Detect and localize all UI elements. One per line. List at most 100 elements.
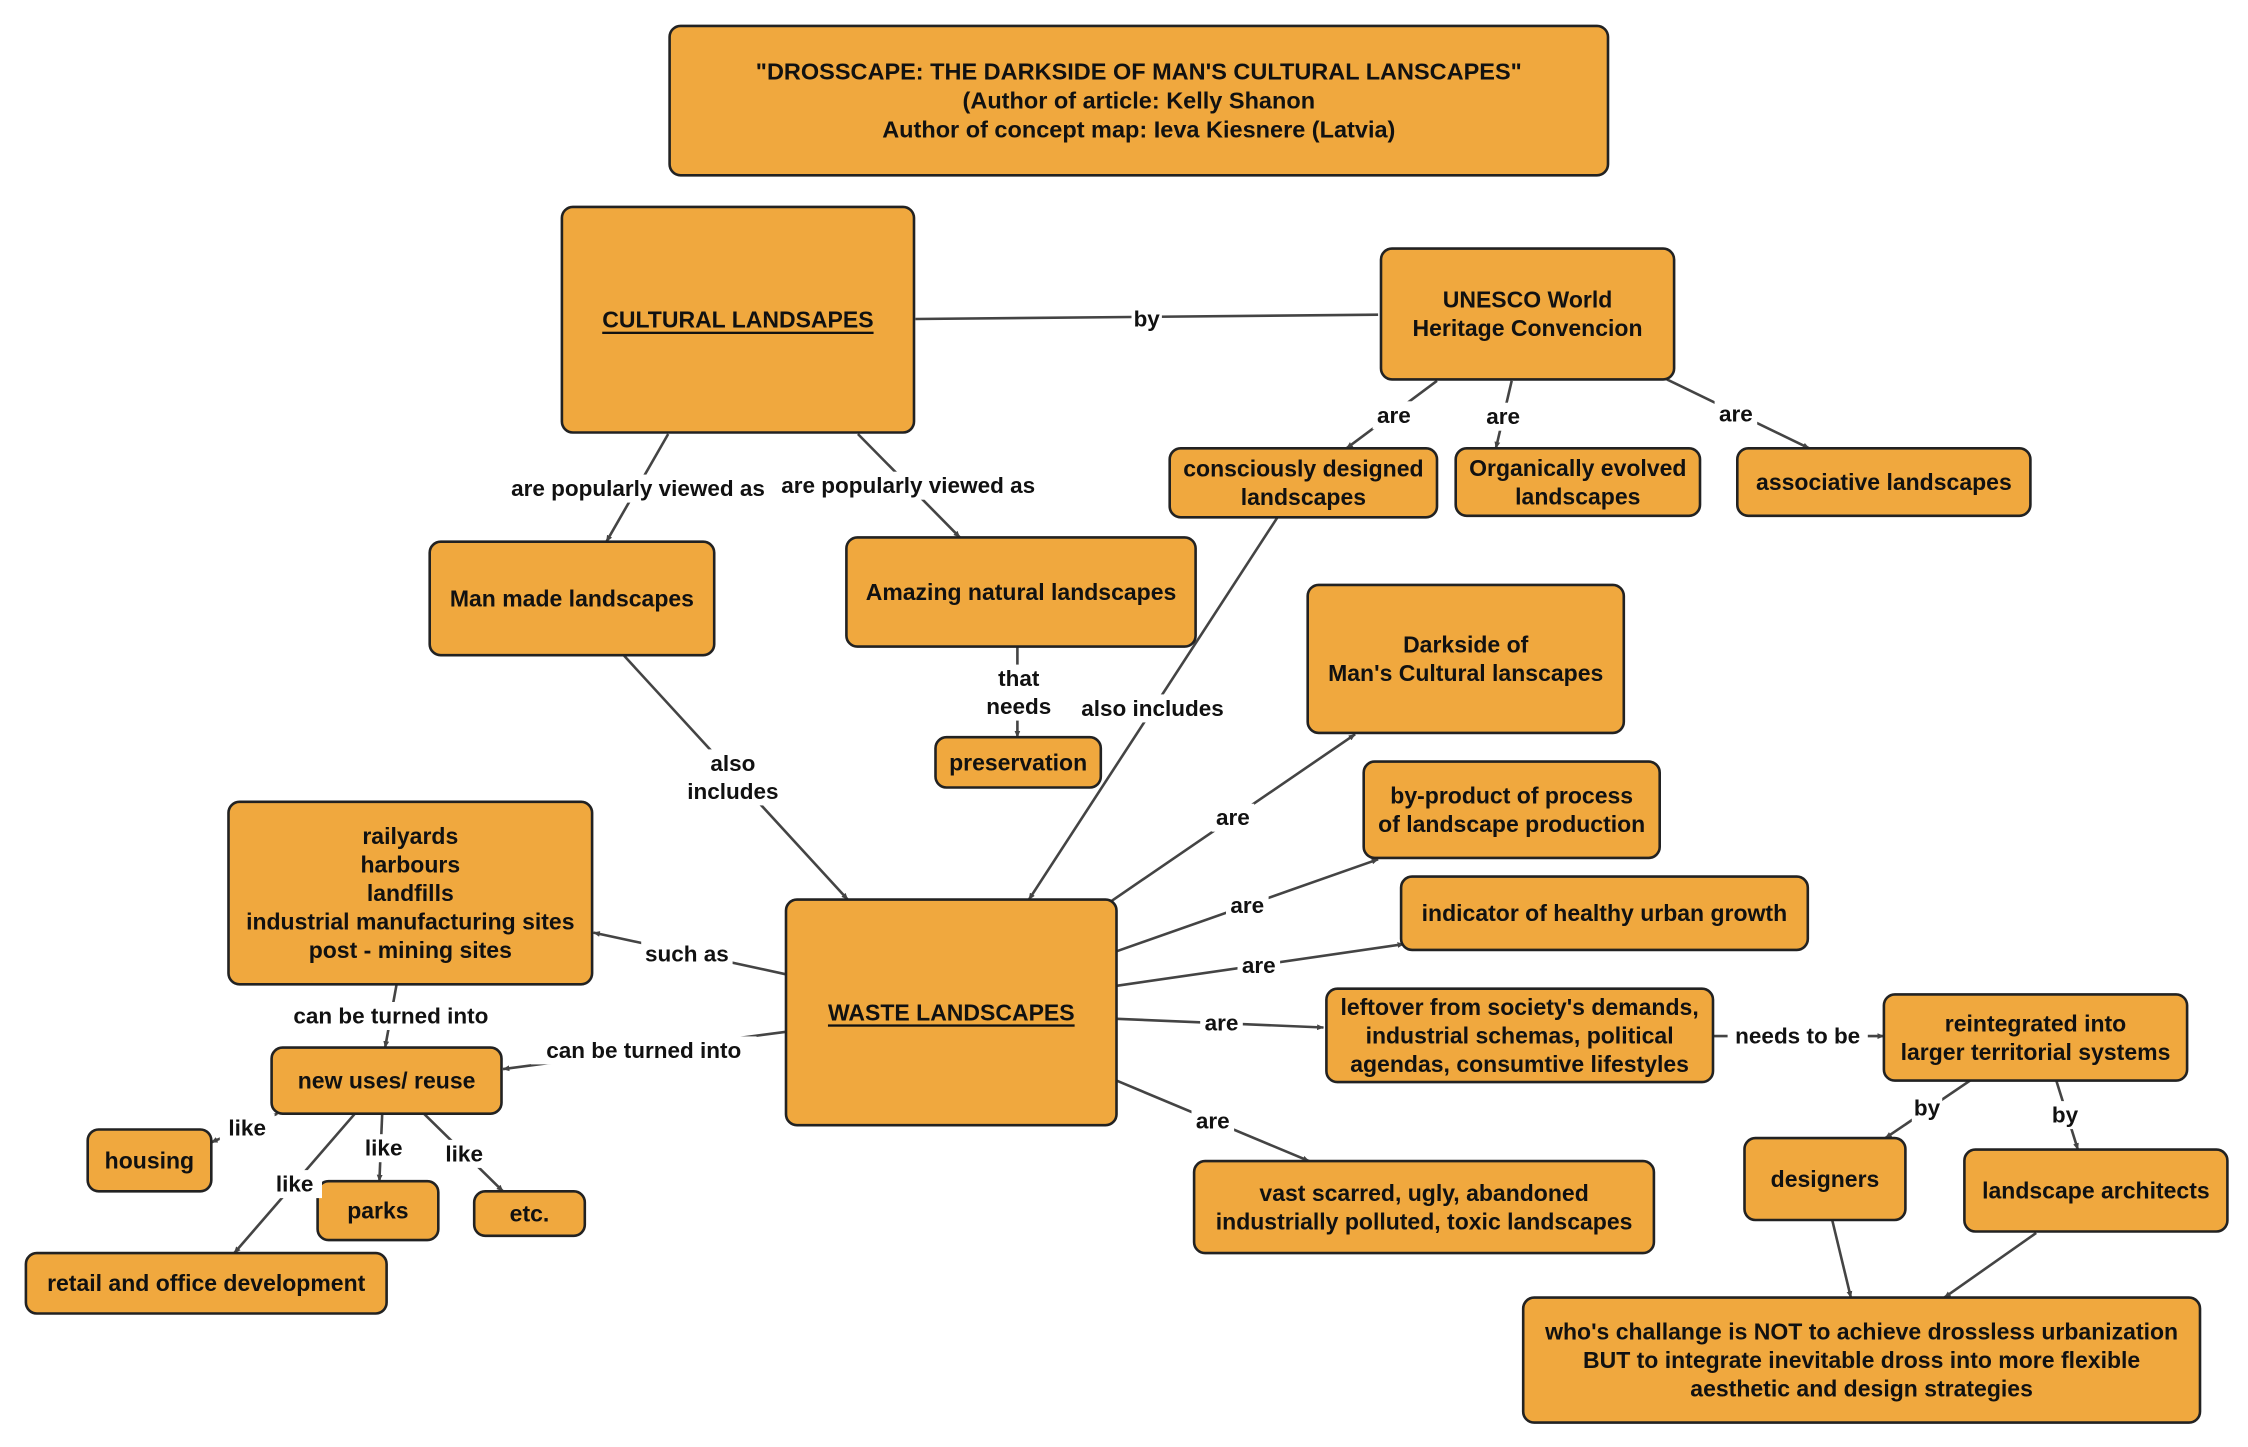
link-label-text: are bbox=[1377, 403, 1411, 428]
link-label-bg bbox=[1191, 1106, 1235, 1135]
link-label-text: are bbox=[1719, 401, 1753, 426]
link-label-text: also includes bbox=[1081, 696, 1224, 721]
node-text: Darkside of bbox=[1403, 632, 1529, 658]
node-waste: WASTE LANDSCAPES bbox=[784, 898, 1118, 1127]
link-label-bg bbox=[1200, 1009, 1243, 1038]
node-text: vast scarred, ugly, abandoned bbox=[1259, 1180, 1588, 1206]
link-label-bg bbox=[1481, 402, 1525, 431]
node-box bbox=[1362, 760, 1661, 860]
link-label-bg bbox=[1237, 951, 1281, 980]
link-label-bg bbox=[985, 664, 1053, 721]
node-text: retail and office development bbox=[47, 1270, 366, 1296]
node-housing: housing bbox=[86, 1128, 213, 1193]
link-label-needs_to_be: needs to be bbox=[1727, 1022, 1868, 1051]
node-box bbox=[1521, 1296, 2202, 1424]
link-label-like_etc: like bbox=[436, 1139, 492, 1168]
node-box bbox=[1399, 875, 1810, 952]
node-text: landscapes bbox=[1515, 483, 1640, 509]
node-text: housing bbox=[105, 1147, 194, 1173]
node-text: aesthetic and design strategies bbox=[1690, 1376, 2033, 1402]
node-newuses: new uses/ reuse bbox=[270, 1046, 503, 1115]
link-label-like_retail: like bbox=[267, 1170, 322, 1199]
node-indicator: indicator of healthy urban growth bbox=[1399, 875, 1810, 952]
link-label-are_indicator: are bbox=[1237, 951, 1281, 980]
node-text: consciously designed bbox=[1183, 456, 1423, 482]
node-box bbox=[784, 898, 1118, 1127]
node-text: industrial schemas, political bbox=[1366, 1022, 1674, 1048]
link-label-bg bbox=[219, 1114, 275, 1142]
link-label-text: by bbox=[1134, 307, 1161, 332]
link-label-bg bbox=[681, 749, 785, 806]
node-text: landfills bbox=[367, 880, 454, 906]
link-label-like_housing: like bbox=[219, 1114, 275, 1142]
node-text: landscape architects bbox=[1982, 1178, 2210, 1204]
node-text: agendas, consumtive lifestyles bbox=[1350, 1051, 1689, 1077]
node-vast: vast scarred, ugly, abandonedindustriall… bbox=[1192, 1159, 1656, 1255]
node-text: industrially polluted, toxic landscapes bbox=[1216, 1208, 1633, 1234]
node-associative: associative landscapes bbox=[1736, 446, 2032, 518]
link-label-by_unesco: by bbox=[1131, 305, 1162, 333]
node-architects: landscape architects bbox=[1963, 1148, 2229, 1233]
link-label-bg bbox=[356, 1134, 412, 1163]
link-label-text: that bbox=[998, 666, 1040, 691]
node-text: harbours bbox=[360, 852, 460, 878]
node-text: WASTE LANDSCAPES bbox=[828, 999, 1075, 1025]
node-text: preservation bbox=[949, 749, 1087, 775]
node-text: landscapes bbox=[1241, 484, 1366, 510]
link-label-bg bbox=[1070, 694, 1235, 723]
node-box bbox=[1168, 446, 1439, 519]
link-label-bg bbox=[2049, 1101, 2081, 1130]
node-text: Man's Cultural lanscapes bbox=[1328, 660, 1603, 686]
link-label-popular_2: are popularly viewed as bbox=[764, 471, 1052, 500]
link-label-text: can be turned into bbox=[293, 1004, 488, 1029]
link-label-are_leftover: are bbox=[1200, 1009, 1243, 1038]
node-text: "DROSSCAPE: THE DARKSIDE OF MAN'S CULTUR… bbox=[756, 59, 1522, 85]
node-text: industrial manufacturing sites bbox=[246, 909, 574, 935]
link-label-bg bbox=[1714, 399, 1758, 428]
node-box bbox=[24, 1251, 388, 1315]
link-label-text: are bbox=[1196, 1108, 1230, 1133]
link-label-text: needs bbox=[986, 694, 1051, 719]
link-label-text: such as bbox=[645, 942, 729, 967]
link-label-bg bbox=[641, 940, 733, 969]
link-label-text: can be turned into bbox=[546, 1038, 741, 1063]
node-box bbox=[86, 1128, 213, 1193]
connector-line bbox=[1943, 1231, 2037, 1299]
node-text: CULTURAL LANDSAPES bbox=[602, 307, 873, 333]
node-text: larger territorial systems bbox=[1901, 1039, 2171, 1065]
link-label-text: like bbox=[228, 1116, 266, 1141]
node-text: indicator of healthy urban growth bbox=[1422, 900, 1787, 926]
node-text: post - mining sites bbox=[309, 937, 512, 963]
node-box bbox=[934, 735, 1103, 789]
node-box bbox=[845, 536, 1197, 648]
node-box bbox=[1306, 583, 1626, 735]
link-label-are_organic: are bbox=[1481, 402, 1525, 431]
link-label-bg bbox=[267, 1170, 322, 1199]
link-label-bg bbox=[272, 1002, 510, 1030]
node-box bbox=[1743, 1136, 1907, 1222]
link-label-bg bbox=[1226, 891, 1269, 920]
link-label-are_associative: are bbox=[1714, 399, 1758, 428]
link-label-text: like bbox=[365, 1136, 403, 1161]
link-label-turned_into_2: can be turned into bbox=[272, 1002, 510, 1030]
node-box bbox=[316, 1179, 440, 1242]
node-natural: Amazing natural landscapes bbox=[845, 536, 1197, 648]
node-text: Author of concept map: Ieva Kiesnere (La… bbox=[882, 117, 1395, 143]
node-box bbox=[428, 540, 716, 657]
node-text: BUT to integrate inevitable dross into m… bbox=[1583, 1347, 2140, 1373]
node-text: Man made landscapes bbox=[450, 586, 694, 612]
node-text: who's challange is NOT to achieve drossl… bbox=[1544, 1319, 2178, 1345]
node-text: UNESCO World bbox=[1443, 287, 1613, 313]
node-box bbox=[1379, 247, 1676, 381]
node-text: parks bbox=[347, 1198, 408, 1224]
node-title: "DROSSCAPE: THE DARKSIDE OF MAN'S CULTUR… bbox=[668, 24, 1610, 177]
node-designers: designers bbox=[1743, 1136, 1907, 1222]
node-box bbox=[1325, 987, 1715, 1084]
link-label-by_architects: by bbox=[2049, 1101, 2081, 1130]
link-label-bg bbox=[436, 1139, 492, 1168]
